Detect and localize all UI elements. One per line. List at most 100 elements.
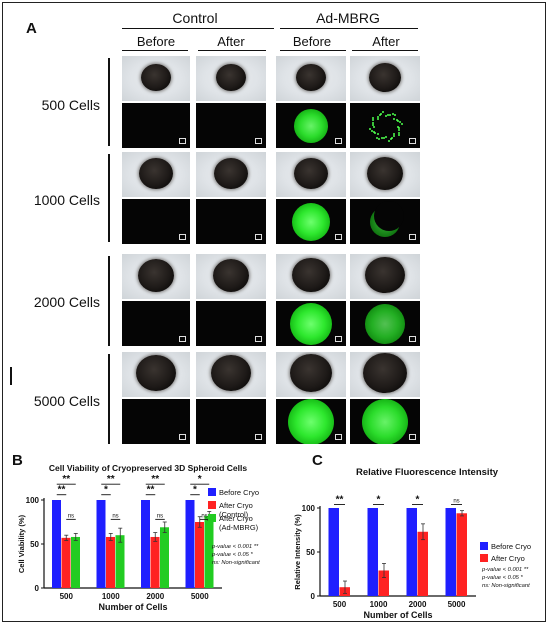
y-tick-label: 50 <box>306 548 315 557</box>
fluorescence-1000-admbrg-before <box>276 199 346 244</box>
fluorescent-speck <box>398 129 401 132</box>
significance-label: ns <box>112 513 118 519</box>
legend-swatch <box>208 501 216 509</box>
bar <box>160 527 169 588</box>
scale-bar <box>409 138 416 144</box>
underline-3 <box>280 50 346 52</box>
stats-note: p-value < 0.001 ** <box>211 544 259 550</box>
significance-label: ** <box>62 474 70 485</box>
fluorescent-speck <box>397 119 400 122</box>
brightfield-5000-control-before <box>122 352 190 397</box>
fluorescent-speck <box>389 138 392 141</box>
bar <box>367 508 378 596</box>
x-tick-label: 500 <box>60 592 74 601</box>
bar <box>195 522 204 588</box>
fluorescence-500-control-before <box>122 103 190 148</box>
legend-label: After Cryo <box>491 554 525 563</box>
spheroid <box>365 256 405 294</box>
fluorescent-speck <box>387 139 390 142</box>
fluorescence-glow <box>294 108 328 143</box>
stats-note: p-value < 0.001 ** <box>481 567 529 573</box>
fluorescent-speck <box>374 132 377 135</box>
y-tick-label: 100 <box>26 496 40 505</box>
row-bracket-500 <box>108 58 110 146</box>
spheroid <box>139 157 173 189</box>
bar <box>106 536 115 588</box>
underline-4 <box>352 50 418 52</box>
fluorescence-2000-admbrg-before <box>276 301 346 346</box>
significance-label: ** <box>107 474 115 485</box>
scale-bar <box>335 336 342 342</box>
significance-label: * <box>416 494 420 505</box>
panel-a-letter: A <box>26 20 37 37</box>
significance-label: ns <box>201 513 207 519</box>
significance-label: ** <box>151 474 159 485</box>
fluorescence-5000-control-after <box>196 399 266 444</box>
scale-bar <box>255 434 262 440</box>
fluorescent-speck <box>376 133 379 136</box>
crescent-mask <box>374 200 404 231</box>
x-axis-label: Number of Cells <box>363 610 432 620</box>
brightfield-5000-admbrg-before <box>276 352 346 397</box>
brightfield-2000-control-after <box>196 254 266 299</box>
spheroid <box>367 156 403 190</box>
legend-label: Before Cryo <box>219 488 259 497</box>
x-tick-label: 5000 <box>191 592 209 601</box>
scale-bar <box>179 336 186 342</box>
row-bracket-1000 <box>108 154 110 242</box>
significance-label: ** <box>58 485 66 496</box>
edge-mark <box>10 367 12 385</box>
fluorescent-speck <box>393 133 396 136</box>
y-tick-label: 50 <box>30 540 39 549</box>
brightfield-2000-admbrg-after <box>350 254 420 299</box>
fluorescent-speck <box>372 131 375 134</box>
bar <box>52 500 61 588</box>
scale-bar <box>255 234 262 240</box>
spheroid <box>363 352 407 393</box>
fluorescent-speck <box>389 113 392 116</box>
significance-label: ** <box>336 494 344 505</box>
bar <box>96 500 106 588</box>
significance-label: ns <box>157 513 163 519</box>
fluorescence-2000-admbrg-after <box>350 301 420 346</box>
brightfield-1000-control-before <box>122 152 190 197</box>
brightfield-5000-admbrg-after <box>350 352 420 397</box>
fluorescent-speck <box>392 134 395 137</box>
admbrg-after-label: After <box>372 34 400 49</box>
fluorescent-speck <box>372 123 375 126</box>
fluorescent-speck <box>382 111 385 114</box>
fluorescence-5000-control-before <box>122 399 190 444</box>
spheroid <box>292 257 330 293</box>
control-after-label: After <box>217 34 245 49</box>
stats-note: ns: Non-significant <box>482 583 530 589</box>
stats-note: p-value < 0.05 * <box>481 575 524 581</box>
legend-swatch <box>480 554 488 562</box>
fluorescent-speck <box>397 133 400 136</box>
fluorescent-speck <box>398 131 401 134</box>
bar <box>71 536 80 588</box>
row-label-500: 500 Cells <box>41 97 100 113</box>
legend-label-cont: (Control) <box>219 510 249 519</box>
brightfield-500-control-after <box>196 56 266 101</box>
scale-bar <box>335 434 342 440</box>
x-tick-label: 2000 <box>409 600 427 609</box>
fluorescence-2000-control-after <box>196 301 266 346</box>
control-before-label: Before <box>136 34 176 49</box>
significance-label: * <box>104 485 108 496</box>
scale-bar <box>335 234 342 240</box>
legend-swatch <box>208 488 216 496</box>
fluorescent-speck <box>393 117 396 120</box>
spheroid <box>211 354 251 392</box>
fluorescent-speck <box>378 137 381 140</box>
fluorescence-glow <box>288 399 334 444</box>
legend-swatch <box>480 542 488 550</box>
y-axis-label: Relative Intensity (%) <box>293 514 302 590</box>
legend-label-cont: (Ad-MBRG) <box>219 523 259 532</box>
legend-swatch <box>208 514 216 522</box>
row-label-2000: 2000 Cells <box>33 294 100 310</box>
row-bracket-2000 <box>108 256 110 346</box>
bar <box>417 531 428 596</box>
brightfield-2000-control-before <box>122 254 190 299</box>
fluorescent-speck <box>385 114 387 117</box>
significance-label: * <box>198 474 202 485</box>
